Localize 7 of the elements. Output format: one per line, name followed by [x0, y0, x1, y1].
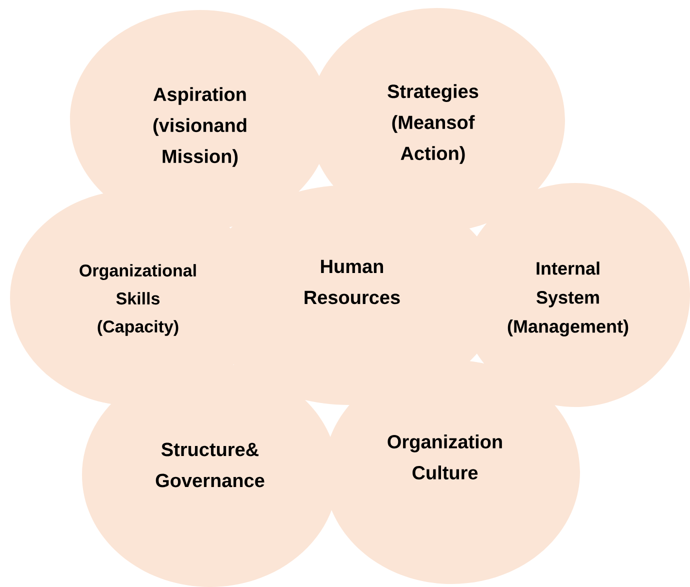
ellipse-label: Strategies (Meansof Action): [388, 84, 478, 164]
ellipse-label: Human Resources: [304, 260, 400, 304]
ellipse-label: Structure& Governance: [156, 442, 264, 488]
ellipse-label: Organizational Skills (Capacity): [80, 264, 196, 336]
ellipse-label: Aspiration (visionand Mission): [153, 87, 246, 167]
ellipse-label: Internal System (Management): [508, 262, 628, 336]
ellipse-label: Organization Culture: [388, 434, 502, 480]
